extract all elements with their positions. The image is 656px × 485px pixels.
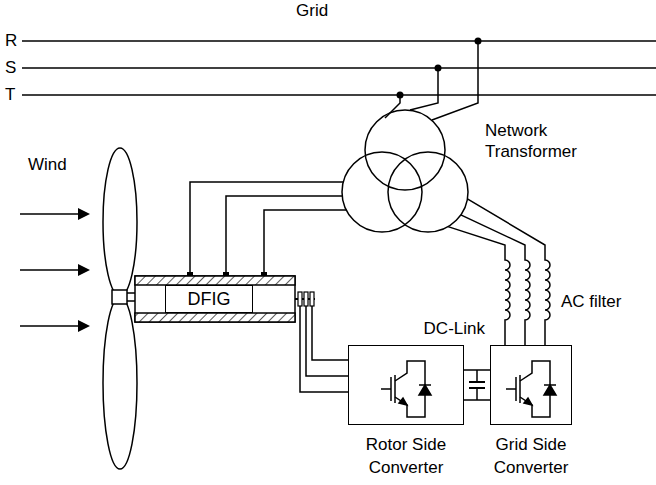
slip-ring xyxy=(310,292,314,306)
emitter-arrow xyxy=(524,398,532,405)
converter-symbol xyxy=(491,346,570,423)
label-holder: Wind xyxy=(28,154,67,175)
igbt-stroke xyxy=(515,377,517,401)
grid-tap xyxy=(410,68,438,110)
winding-circle xyxy=(342,152,422,232)
converter-box xyxy=(348,345,464,425)
label-holder: T xyxy=(5,84,15,105)
wire xyxy=(476,388,478,400)
winding-circle xyxy=(365,110,445,190)
wire xyxy=(306,306,348,376)
igbt-symbol xyxy=(506,361,556,417)
grid-line xyxy=(22,67,656,69)
rotor-blade xyxy=(103,297,137,469)
converter-node: Rotor Side Converter xyxy=(348,345,464,479)
generator-node: DFIG xyxy=(135,276,315,322)
transformer-node: Network Transformer xyxy=(340,108,600,238)
igbt-stroke xyxy=(395,397,425,417)
slip-ring xyxy=(298,292,302,306)
label-holder: R xyxy=(5,30,17,51)
emitter-arrow xyxy=(399,398,407,405)
converter-label: Grid Side Converter xyxy=(475,433,587,479)
phase-label: T xyxy=(5,84,15,105)
connector xyxy=(300,306,348,392)
converter-box xyxy=(490,345,572,425)
wind-arrow xyxy=(20,325,80,327)
phase-label: S xyxy=(5,57,16,78)
wire xyxy=(190,182,343,276)
wire xyxy=(300,306,348,392)
wire xyxy=(476,370,478,382)
igbt-stroke xyxy=(390,377,392,401)
edge-label-holder: AC filter xyxy=(559,291,623,312)
igbt-stroke xyxy=(520,397,550,417)
slip-ring xyxy=(304,292,308,306)
label-holder: Grid xyxy=(296,0,328,21)
arrow-head xyxy=(78,208,90,220)
wind-arrow xyxy=(20,269,80,271)
igbt-symbol xyxy=(381,361,431,417)
arrow-head xyxy=(78,264,90,276)
rotor-blade xyxy=(103,148,137,296)
arrow-head xyxy=(78,320,90,332)
junction-dot xyxy=(397,92,404,99)
grid-line xyxy=(22,94,656,96)
edge-label: DC-Link xyxy=(422,318,487,339)
title-label: Grid xyxy=(296,0,328,21)
junction-dot xyxy=(475,38,482,45)
winding-circle xyxy=(388,152,468,232)
generator-label: DFIG xyxy=(165,285,253,313)
stator-housing xyxy=(135,276,295,322)
phase-label: R xyxy=(5,30,17,51)
label-holder: S xyxy=(5,57,16,78)
igbt-stroke xyxy=(381,388,391,390)
wire xyxy=(312,306,348,360)
hub xyxy=(112,290,127,304)
transformer-label: Network Transformer xyxy=(485,120,597,162)
connector xyxy=(464,370,490,400)
edge-label: AC filter xyxy=(559,291,623,312)
hatch-band xyxy=(135,313,295,322)
converter-node: Grid Side Converter xyxy=(490,345,572,479)
igbt-stroke xyxy=(519,375,521,403)
edge-label-holder: DC-Link xyxy=(422,318,487,339)
grid-tap xyxy=(432,41,478,120)
converter-label: Rotor Side Converter xyxy=(333,433,479,479)
hatch-band xyxy=(135,276,295,285)
wire xyxy=(264,210,346,276)
junction-dot xyxy=(435,65,442,72)
igbt-stroke xyxy=(394,375,396,403)
diode-triangle xyxy=(544,385,556,395)
igbt-stroke xyxy=(395,361,425,381)
connector xyxy=(187,182,346,276)
diode-triangle xyxy=(419,385,431,395)
capacitor-plate xyxy=(469,382,485,388)
wind-label: Wind xyxy=(28,154,67,175)
wind-arrow xyxy=(20,213,80,215)
wire xyxy=(226,196,342,276)
transformer-symbol xyxy=(340,108,600,238)
grid-line xyxy=(22,40,656,42)
igbt-stroke xyxy=(506,388,516,390)
igbt-stroke xyxy=(520,361,550,381)
converter-symbol xyxy=(349,346,462,423)
